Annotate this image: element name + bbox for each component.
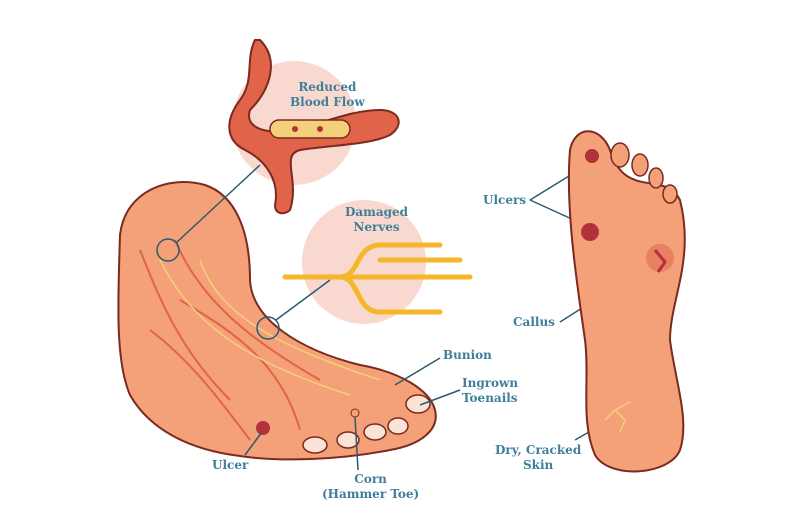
label-ulcer: Ulcer (212, 458, 249, 472)
label-callus: Callus (513, 315, 555, 329)
label-corn: Corn (Hammer Toe) (322, 472, 419, 502)
label-line: Damaged (345, 205, 409, 219)
nerves-bg-circle (302, 200, 426, 324)
right-foot-sole (567, 130, 686, 473)
label-ingrown-toenails: Ingrown Toenails (462, 376, 518, 406)
label-line: (Hammer Toe) (322, 487, 420, 501)
left-foot (117, 181, 437, 461)
label-line: Ingrown (462, 376, 519, 390)
label-bunion: Bunion (443, 348, 492, 362)
label-line: Skin (522, 458, 554, 472)
label-line: Blood Flow (290, 95, 365, 109)
label-dry-cracked-skin: Dry, Cracked Skin (495, 443, 581, 473)
label-reduced-blood-flow: Reduced Blood Flow (290, 80, 365, 110)
ulcer-mark (256, 421, 270, 435)
pointer-lines (156, 159, 651, 471)
label-line: Corn (354, 472, 387, 486)
label-line: Reduced (298, 80, 357, 94)
label-ulcers: Ulcers (483, 193, 527, 207)
nerve-fibers (282, 242, 473, 315)
label-damaged-nerves: Damaged Nerves (345, 205, 408, 235)
label-line: Nerves (353, 220, 400, 234)
label-line: Toenails (462, 391, 518, 405)
blood-vessel (228, 39, 400, 215)
label-line: Dry, Cracked (495, 443, 582, 457)
